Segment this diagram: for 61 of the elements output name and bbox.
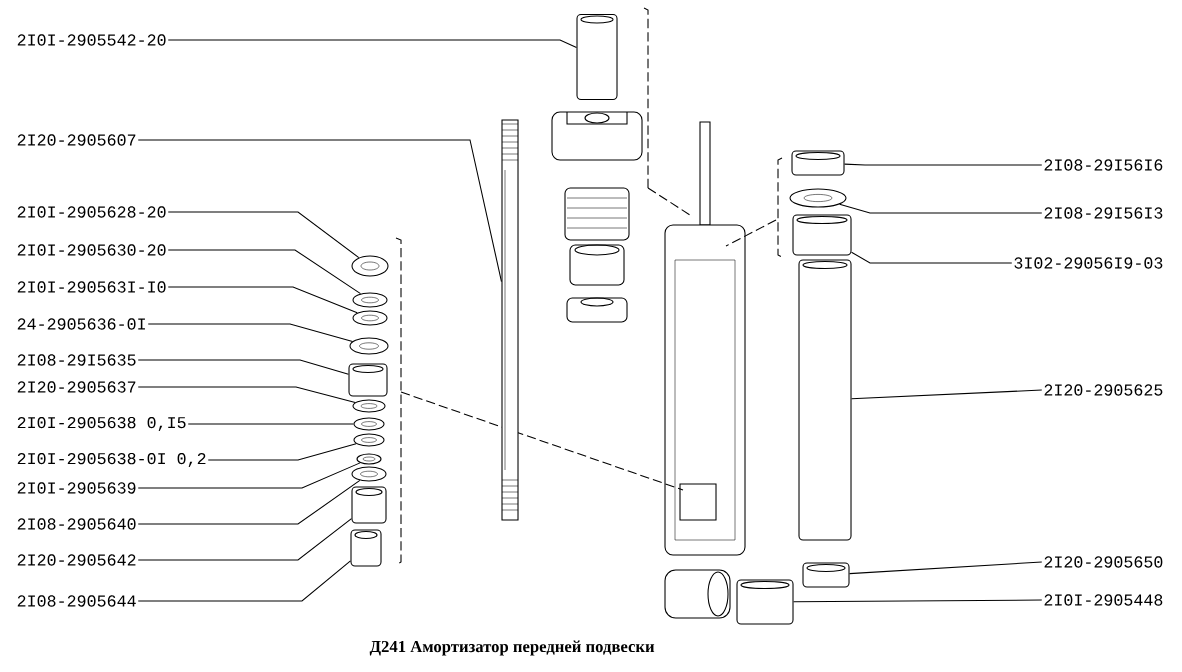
leader-line <box>137 518 352 561</box>
part-number: 24-2905636-0I <box>17 318 145 330</box>
part-drawing <box>353 433 385 447</box>
part-drawing <box>350 529 382 567</box>
part-number: 2I20-2905637 <box>17 381 136 393</box>
part-drawing <box>352 310 388 326</box>
leader-line <box>167 249 362 295</box>
part-drawing <box>736 579 794 625</box>
part-number: 2I20-2905642 <box>17 554 136 566</box>
part-number: 2I20-2905650 <box>1044 556 1163 568</box>
part-drawing <box>352 292 388 308</box>
leader-line <box>849 561 1043 575</box>
part-drawing <box>501 119 519 521</box>
part-number: 2I08-29I56I3 <box>1044 207 1163 219</box>
leader-line <box>187 423 354 425</box>
part-number: 2I0I-2905639 <box>17 482 136 494</box>
part-number: 2I0I-2905630-20 <box>17 244 166 256</box>
part-drawing <box>802 562 850 588</box>
part-number: 2I0I-2905638-0I 0,2 <box>17 452 206 468</box>
part-number: 2I20-2905607 <box>17 134 136 146</box>
part-drawing <box>353 417 385 431</box>
leader-line <box>167 39 577 49</box>
leader-line <box>137 139 502 283</box>
part-drawing <box>349 337 389 355</box>
leader-line <box>167 211 360 259</box>
part-number: 2I08-29I56I6 <box>1044 159 1163 171</box>
leader-line <box>137 386 356 403</box>
part-drawing <box>351 486 387 524</box>
part-number: 2I0I-2905542-20 <box>17 34 166 46</box>
part-drawing <box>351 466 387 482</box>
part-drawing <box>798 259 852 541</box>
part-number: 2I08-29I5635 <box>17 354 136 366</box>
leader-line <box>147 323 354 342</box>
leader-line <box>851 389 1043 400</box>
part-number: 2I08-2905640 <box>17 518 136 530</box>
leader-line <box>137 560 351 602</box>
part-number: 2I08-2905644 <box>17 595 136 607</box>
leader-line <box>207 443 357 461</box>
leader-line <box>167 286 358 314</box>
part-number: 2I0I-2905628-20 <box>17 206 166 218</box>
part-drawing <box>352 399 386 413</box>
part-number: 2I0I-2905638 0,I5 <box>17 416 186 432</box>
leader-line <box>137 462 361 489</box>
caption: Д241 Амортизатор передней подвески <box>369 640 655 656</box>
part-drawing <box>789 188 847 208</box>
leader-line <box>851 251 1013 264</box>
part-number: 3I02-29056I9-03 <box>1014 257 1163 269</box>
part-number: 2I0I-290563I-I0 <box>17 281 166 293</box>
part-drawing <box>576 13 618 101</box>
leader-line <box>137 479 361 525</box>
leader-line <box>793 599 1043 603</box>
part-drawing <box>356 453 382 465</box>
part-number: 2I0I-2905448 <box>1044 594 1163 606</box>
part-drawing <box>351 255 389 277</box>
part-drawing <box>348 363 388 397</box>
part-number: 2I20-2905625 <box>1044 384 1163 396</box>
leader-line <box>844 163 1043 166</box>
leader-line <box>839 203 1043 214</box>
part-drawing <box>791 150 845 176</box>
part-drawing <box>792 214 852 256</box>
leader-line <box>137 359 349 375</box>
